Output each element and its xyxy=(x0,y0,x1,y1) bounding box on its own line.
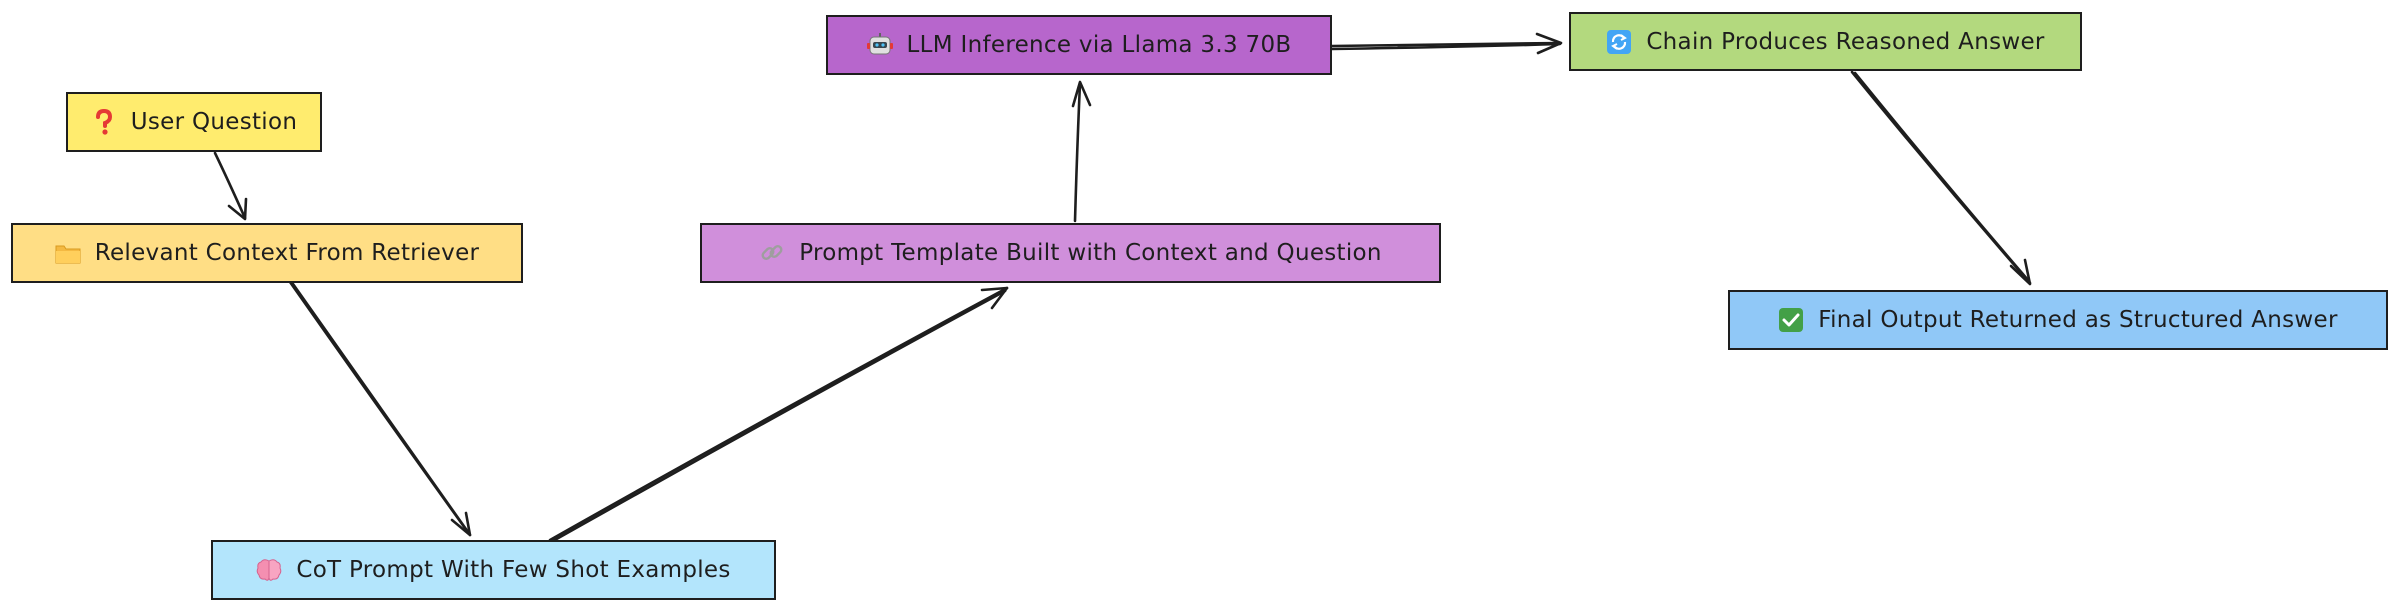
edge-chain-produces-to-final-output xyxy=(1850,70,2032,286)
robot-icon xyxy=(866,32,893,58)
node-label: Prompt Template Built with Context and Q… xyxy=(799,240,1382,266)
node-relevant-context[interactable]: Relevant Context From Retriever xyxy=(11,223,523,283)
edge-cot-prompt-to-prompt-template xyxy=(548,286,1009,543)
folder-icon xyxy=(55,240,81,266)
refresh-icon xyxy=(1606,29,1632,55)
brain-icon xyxy=(256,557,282,583)
node-label: LLM Inference via Llama 3.3 70B xyxy=(906,32,1292,58)
node-user-question[interactable]: User Question xyxy=(66,92,322,152)
node-final-output[interactable]: Final Output Returned as Structured Answ… xyxy=(1728,290,2388,350)
link-icon xyxy=(759,240,785,266)
node-label: Chain Produces Reasoned Answer xyxy=(1646,28,2045,55)
node-prompt-template[interactable]: Prompt Template Built with Context and Q… xyxy=(700,223,1441,283)
edge-prompt-template-to-llm-inference xyxy=(1071,80,1092,223)
node-label: Relevant Context From Retriever xyxy=(94,240,480,266)
edge-llm-inference-to-chain-produces xyxy=(1330,32,1563,55)
node-label: Final Output Returned as Structured Answ… xyxy=(1818,307,2338,333)
node-llm-inference[interactable]: LLM Inference via Llama 3.3 70B xyxy=(826,15,1332,75)
node-label: User Question xyxy=(130,109,298,135)
check-mark-icon xyxy=(1778,307,1804,333)
node-cot-prompt[interactable]: CoT Prompt With Few Shot Examples xyxy=(211,540,776,600)
node-label: CoT Prompt With Few Shot Examples xyxy=(296,557,731,583)
edge-user-question-to-relevant-context xyxy=(213,151,248,221)
question-mark-icon xyxy=(91,109,117,135)
edge-relevant-context-to-cot-prompt xyxy=(288,280,472,537)
node-chain-produces[interactable]: Chain Produces Reasoned Answer xyxy=(1569,12,2082,71)
